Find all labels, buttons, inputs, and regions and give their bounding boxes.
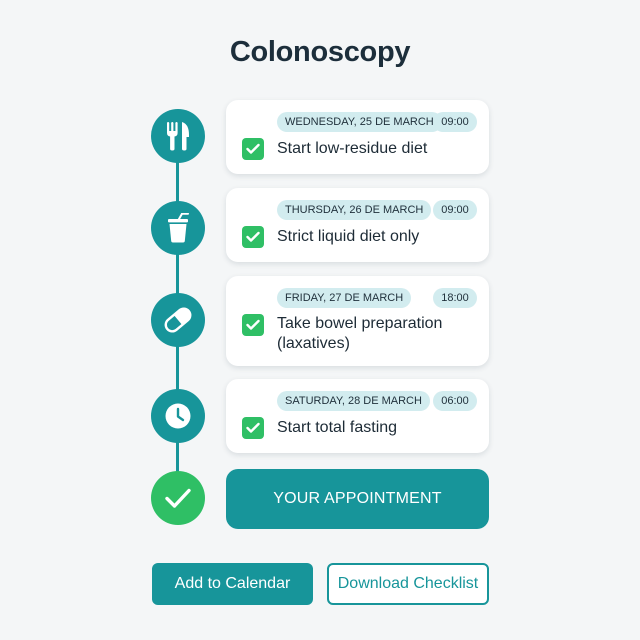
checkmark-icon <box>164 487 192 509</box>
date-badge: WEDNESDAY, 25 DE MARCH <box>277 112 442 132</box>
checkmark-icon <box>246 422 260 433</box>
add-to-calendar-button[interactable]: Add to Calendar <box>152 563 313 605</box>
date-badge: SATURDAY, 28 DE MARCH <box>277 391 430 411</box>
step-card-3[interactable]: FRIDAY, 27 DE MARCH 18:00 Take bowel pre… <box>226 276 489 366</box>
checkmark-icon <box>246 143 260 154</box>
utensils-icon <box>164 121 192 151</box>
step-card-1[interactable]: WEDNESDAY, 25 DE MARCH 09:00 Start low-r… <box>226 100 489 174</box>
timeline-node-4 <box>151 389 205 443</box>
time-badge: 18:00 <box>433 288 477 308</box>
time-badge: 09:00 <box>433 112 477 132</box>
task-label: Strict liquid diet only <box>277 228 420 245</box>
task-label: Start total fasting <box>277 419 398 436</box>
page-title: Colonoscopy <box>229 36 411 68</box>
date-badge: THURSDAY, 26 DE MARCH <box>277 200 432 220</box>
drink-cup-icon <box>165 213 191 243</box>
step-card-2[interactable]: THURSDAY, 26 DE MARCH 09:00 Strict liqui… <box>226 188 489 262</box>
download-checklist-button[interactable]: Download Checklist <box>327 563 489 605</box>
time-badge: 06:00 <box>433 391 477 411</box>
step-card-4[interactable]: SATURDAY, 28 DE MARCH 06:00 Start total … <box>226 379 489 453</box>
checkmark-icon <box>246 231 260 242</box>
timeline-node-1 <box>151 109 205 163</box>
date-badge: FRIDAY, 27 DE MARCH <box>277 288 412 308</box>
checkmark-icon <box>246 319 260 330</box>
pill-icon <box>161 303 195 337</box>
timeline-node-2 <box>151 201 205 255</box>
checkbox-checked[interactable] <box>242 226 264 248</box>
appointment-node <box>151 471 205 525</box>
clock-icon <box>163 401 193 431</box>
task-label: Start low-residue diet <box>277 140 428 157</box>
timeline-node-3 <box>151 293 205 347</box>
task-label: Take bowel preparation (laxatives) <box>277 315 443 352</box>
checkbox-checked[interactable] <box>242 138 264 160</box>
your-appointment-card[interactable]: YOUR APPOINTMENT <box>226 469 489 529</box>
checkbox-checked[interactable] <box>242 314 264 336</box>
checkbox-checked[interactable] <box>242 417 264 439</box>
time-badge: 09:00 <box>433 200 477 220</box>
